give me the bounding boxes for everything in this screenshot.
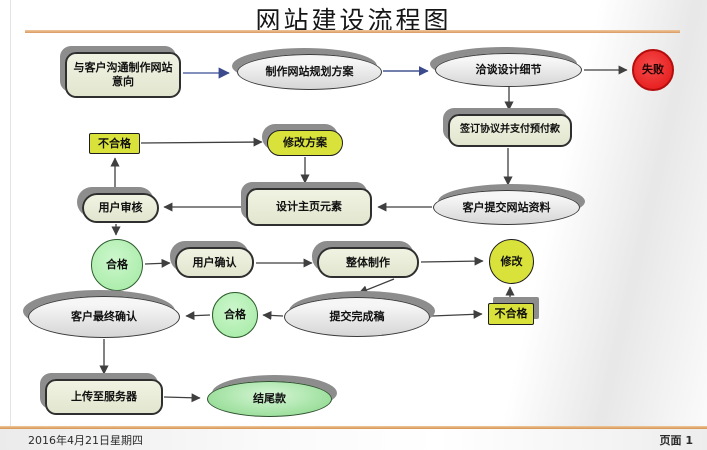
edge-submitdraft-qualified2: [262, 310, 284, 320]
node-unqualified-1: 不合格: [89, 133, 140, 154]
node-final-payment: 结尾款: [207, 381, 332, 417]
node-modify: 修改: [489, 239, 534, 284]
node-submit-draft: 提交完成稿: [284, 297, 430, 337]
node-qualified-2: 合格: [212, 292, 258, 338]
footer-divider-line: [0, 426, 707, 429]
node-sign: 签订协议并支付预付款: [448, 114, 572, 147]
edge-qualified1-confirm: [144, 258, 171, 268]
node-upload: 上传至服务器: [45, 379, 163, 415]
node-final-confirm: 客户最终确认: [28, 296, 180, 338]
node-negotiate: 洽谈设计细节: [435, 53, 582, 87]
node-fail: 失败: [632, 49, 674, 91]
footer-background: [0, 429, 707, 450]
footer-page-number: 页面 1: [659, 434, 693, 447]
node-revise-plan: 修改方案: [267, 130, 343, 156]
edge-upload-finalpayment: [163, 393, 201, 403]
node-design: 设计主页元素: [246, 188, 372, 226]
node-plan: 制作网站规划方案: [237, 54, 382, 90]
node-qualified-1: 合格: [91, 239, 143, 291]
edge-submitdraft-unqualified2: [431, 309, 483, 319]
title-divider-line: [25, 30, 680, 33]
edge-produce-modify: [420, 256, 484, 266]
left-edge-line: [10, 0, 11, 450]
node-confirm: 用户确认: [175, 247, 254, 278]
edge-qualified2-finalconfirm: [185, 311, 211, 321]
edge-unqualified1-reviseplan: [140, 137, 263, 147]
footer-date: 2016年4月21日星期四: [28, 434, 143, 447]
node-start: 与客户沟通制作网站意向: [65, 52, 181, 98]
node-unqualified-2: 不合格: [488, 303, 534, 325]
node-produce: 整体制作: [317, 247, 419, 278]
edge-produce-submitdraft: [358, 278, 395, 295]
node-review: 用户审核: [82, 193, 159, 223]
node-submit-materials: 客户提交网站资料: [433, 190, 580, 225]
